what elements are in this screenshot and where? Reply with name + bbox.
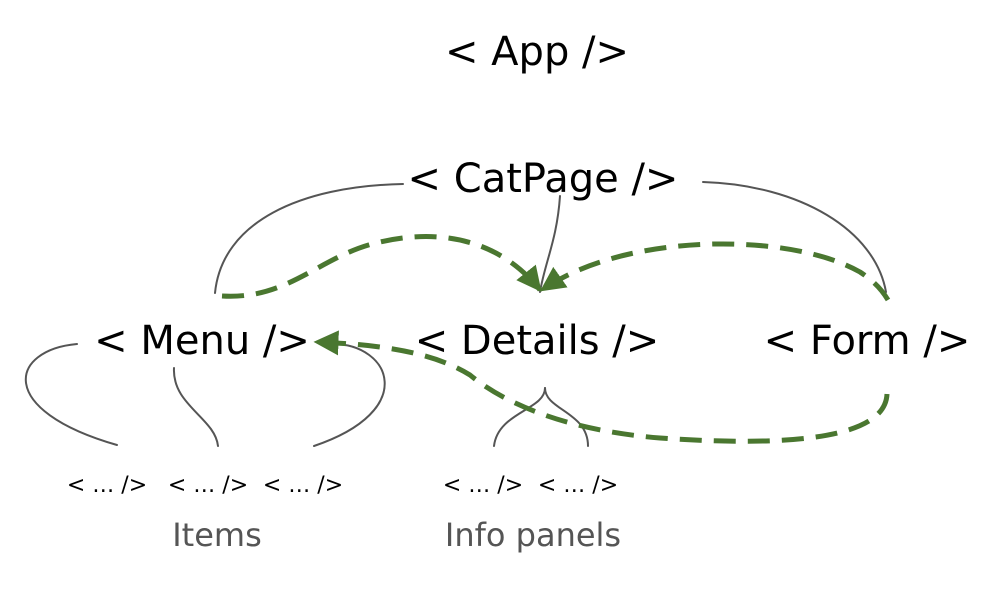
menu-item-leaf-2: < … />	[168, 473, 248, 498]
items-label: Items	[172, 516, 262, 554]
menu-item-leaf-1: < … />	[67, 473, 147, 498]
app-node: < App />	[445, 29, 629, 75]
info-panels-label: Info panels	[445, 516, 621, 554]
catpage-to-menu-connector	[214, 183, 404, 294]
data-flow-arrows	[221, 234, 891, 444]
menu-node: < Menu />	[94, 318, 310, 364]
menu-to-item-2-connector	[172, 367, 219, 447]
info-panel-leaf-2: < … />	[538, 473, 618, 498]
details-node: < Details />	[415, 318, 660, 364]
info-panel-leaf-1: < … />	[443, 473, 523, 498]
form-node: < Form />	[764, 318, 971, 364]
menu-to-item-3-connector	[313, 343, 386, 447]
menu-to-details-flow-arrow	[221, 234, 542, 299]
catpage-node: < CatPage />	[408, 156, 679, 202]
menu-to-item-1-connector	[24, 343, 118, 446]
details-to-panel-2-connector	[544, 387, 589, 447]
menu-item-leaf-3: < … />	[263, 473, 343, 498]
form-to-menu-flow-arrow	[313, 330, 890, 444]
details-to-panel-1-connector	[493, 387, 546, 447]
catpage-to-details-connector	[539, 195, 561, 293]
tree-connectors	[24, 181, 887, 447]
catpage-to-form-connector	[702, 181, 887, 293]
form-to-details-flow-arrow	[539, 241, 891, 302]
